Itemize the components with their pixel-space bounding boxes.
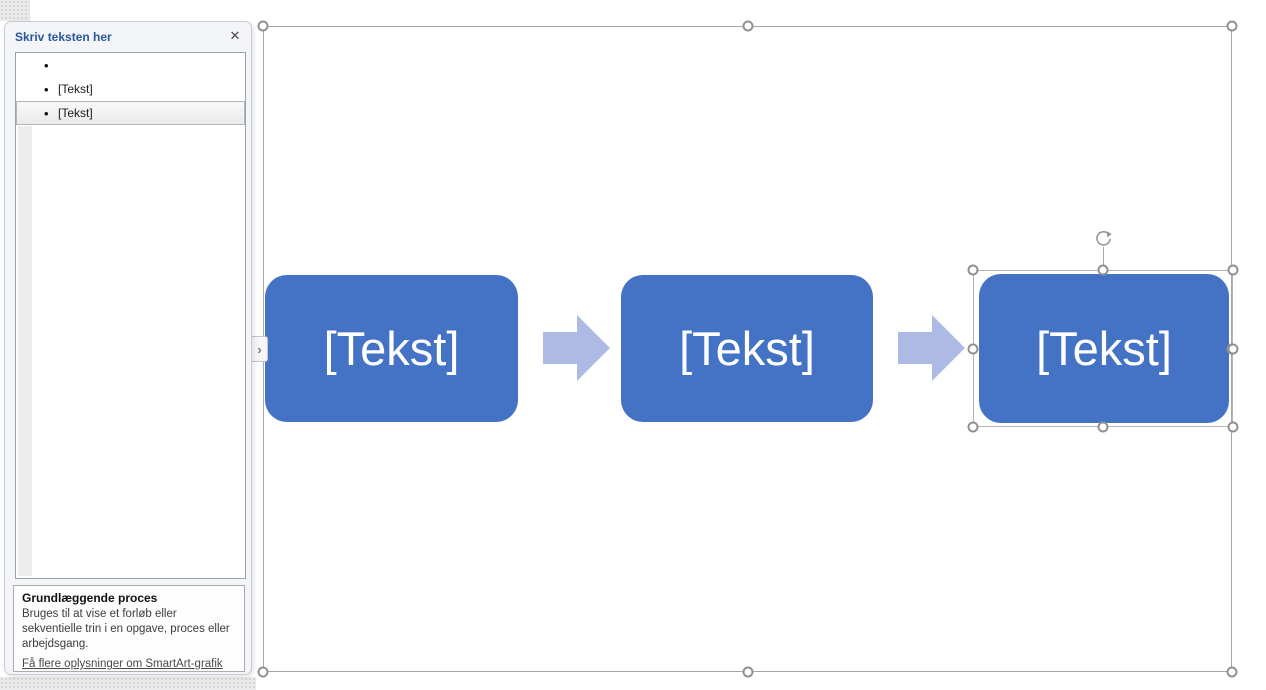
canvas-resize-handle[interactable] — [742, 666, 754, 678]
layout-description: Bruges til at vise et forløb eller sekve… — [22, 608, 230, 650]
app-background-strip — [0, 677, 256, 690]
process-arrow-icon[interactable] — [898, 315, 965, 381]
canvas-resize-handle[interactable] — [742, 20, 754, 32]
shape-resize-handle[interactable] — [967, 264, 979, 276]
chevron-right-icon: › — [257, 341, 262, 357]
list-item-text: [Tekst] — [58, 82, 93, 96]
app-background-corner — [0, 0, 30, 21]
canvas-resize-handle[interactable] — [257, 666, 269, 678]
text-pane-title: Skriv teksten her — [15, 30, 112, 44]
shape-resize-handle[interactable] — [1227, 343, 1239, 355]
process-arrow-icon[interactable] — [543, 315, 610, 381]
canvas-resize-handle[interactable] — [1226, 666, 1238, 678]
list-item[interactable]: • [Tekst] — [16, 77, 245, 101]
process-shape-2[interactable]: [Tekst] — [621, 275, 873, 422]
bullet-icon: • — [44, 57, 49, 73]
layout-info-box: Grundlæggende proces Bruges til at vise … — [13, 585, 245, 672]
canvas-resize-handle[interactable] — [257, 20, 269, 32]
shape-label: [Tekst] — [1036, 322, 1172, 375]
list-item[interactable]: • — [16, 53, 245, 77]
rotate-handle-icon[interactable] — [1094, 229, 1113, 248]
shape-label: [Tekst] — [323, 322, 460, 375]
shape-label: [Tekst] — [679, 322, 815, 375]
bullet-icon: • — [44, 81, 49, 97]
list-item-selected[interactable]: • [Tekst] — [16, 101, 245, 125]
shape-resize-handle[interactable] — [1227, 264, 1239, 276]
shape-resize-handle[interactable] — [1097, 264, 1109, 276]
bullet-icon: • — [44, 105, 49, 121]
smartart-help-link[interactable]: Få flere oplysninger om SmartArt-grafik — [22, 658, 223, 670]
shape-selection-border — [973, 270, 1233, 427]
rotation-handle-stem — [1103, 247, 1104, 270]
process-shape-1[interactable]: [Tekst] — [265, 275, 518, 422]
text-pane-list[interactable]: • • [Tekst] • [Tekst] — [15, 52, 246, 579]
canvas-resize-handle[interactable] — [1226, 20, 1238, 32]
shape-resize-handle[interactable] — [967, 343, 979, 355]
list-item-text: [Tekst] — [58, 106, 93, 120]
shape-resize-handle[interactable] — [967, 421, 979, 433]
smartart-text-pane: Skriv teksten her ✕ • • [Tekst] • [Tekst… — [4, 21, 252, 675]
text-pane-toggle-button[interactable]: › — [251, 336, 268, 362]
shape-resize-handle[interactable] — [1227, 421, 1239, 433]
process-shape-3[interactable]: [Tekst] — [979, 274, 1229, 423]
list-gutter — [18, 126, 32, 576]
shape-resize-handle[interactable] — [1097, 421, 1109, 433]
close-icon[interactable]: ✕ — [229, 28, 241, 43]
layout-name: Grundlæggende proces — [22, 591, 158, 605]
text-pane-header: Skriv teksten her ✕ — [5, 22, 251, 52]
